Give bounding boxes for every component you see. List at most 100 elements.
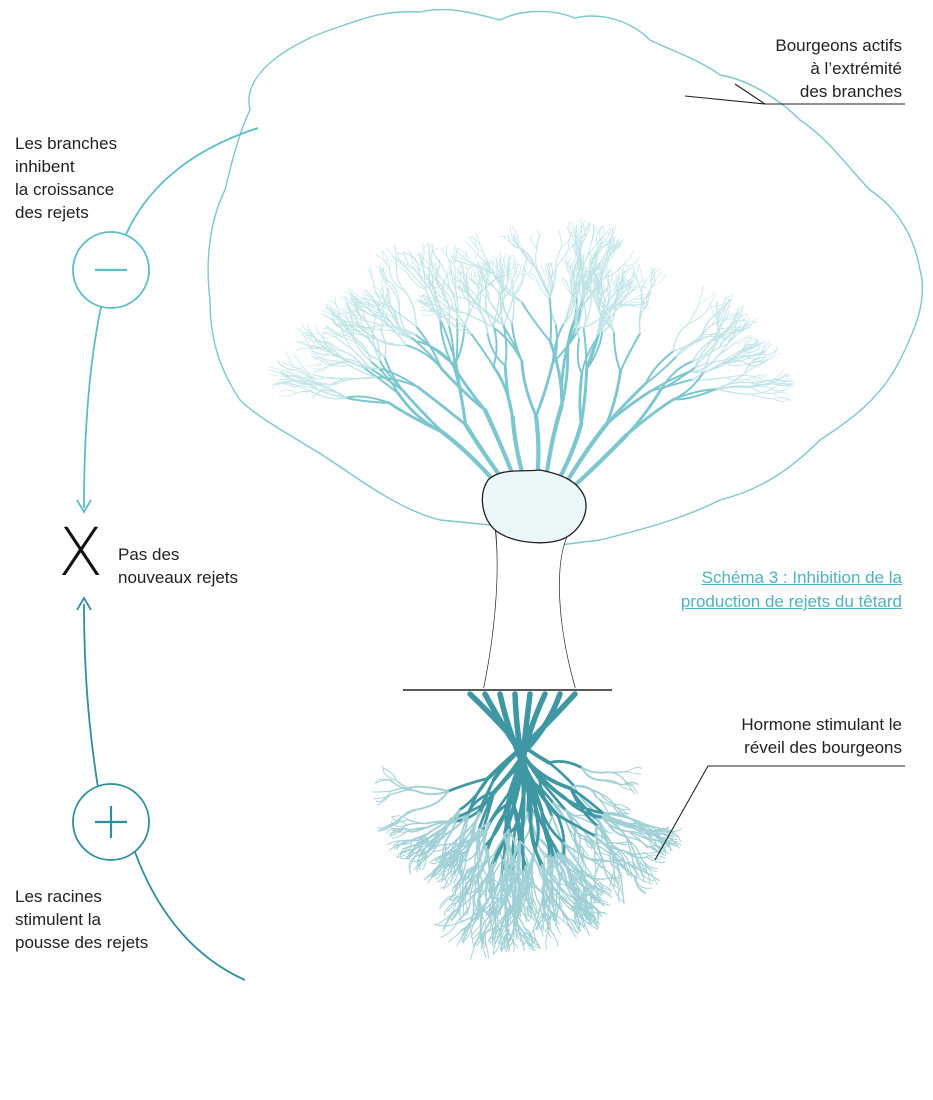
root-segment	[460, 858, 466, 877]
branch-segment	[551, 322, 565, 364]
root-segment	[556, 852, 582, 875]
root-segment	[458, 776, 490, 812]
branch-segment	[294, 386, 318, 395]
branch-segment	[774, 383, 794, 387]
branch-segment	[745, 339, 759, 350]
branch-segment	[326, 306, 341, 319]
branch-segment	[283, 374, 300, 379]
branch-segment	[573, 227, 582, 243]
branch-segment	[513, 272, 526, 296]
caption-line-1[interactable]: Schéma 3 : Inhibition de la	[701, 568, 902, 587]
root-segment	[539, 903, 546, 922]
root-segment	[478, 879, 483, 898]
root-segment	[416, 856, 429, 873]
branch-segment	[507, 254, 513, 273]
branch-segment	[380, 324, 417, 336]
root-segment	[396, 842, 412, 846]
branch-segment	[459, 278, 468, 293]
branch-segment	[349, 303, 361, 317]
hormone-line-2: réveil des bourgeons	[744, 738, 902, 757]
root-segment	[463, 896, 469, 915]
branch-segment	[415, 253, 425, 268]
branch-segment	[580, 226, 588, 243]
branch-segment	[308, 350, 327, 361]
branch-segment	[742, 336, 756, 350]
branch-segment	[379, 267, 392, 284]
root-segment	[625, 781, 638, 794]
root-segment	[509, 902, 516, 923]
branch-segment	[364, 306, 387, 316]
branch-segment	[597, 306, 609, 336]
branch-segment	[530, 233, 537, 249]
branch-segment	[450, 246, 455, 265]
figure-caption[interactable]: Schéma 3 : Inhibition de la production d…	[681, 566, 902, 614]
root-segment	[573, 784, 598, 798]
branch-segment	[760, 348, 778, 359]
root-segment	[392, 839, 409, 847]
branch-segment	[607, 245, 619, 261]
branch-segment	[316, 393, 348, 400]
root-segment	[446, 776, 490, 793]
root-segment	[635, 877, 652, 889]
branch-segment	[721, 355, 747, 365]
branch-segment	[470, 271, 480, 285]
branch-segment	[611, 289, 627, 309]
root-segment	[537, 816, 555, 859]
root-segment	[414, 837, 429, 858]
root-segment	[595, 824, 604, 861]
root-segment	[416, 843, 430, 855]
root-segment	[506, 897, 510, 917]
branch-segment	[774, 378, 792, 388]
branch-segment	[607, 224, 617, 245]
branch-segment	[326, 308, 341, 319]
active-buds-label: Bourgeons actifs à l’extrémité des branc…	[775, 34, 902, 103]
root-segment	[372, 790, 392, 793]
root-segment	[658, 836, 672, 852]
branch-segment	[599, 264, 602, 282]
root-segment	[636, 822, 656, 841]
branch-segment	[285, 351, 295, 368]
branch-segment	[502, 251, 507, 272]
root-segment	[544, 890, 548, 909]
branch-segment	[505, 264, 512, 279]
branch-segment	[488, 300, 504, 326]
root-segment	[612, 805, 626, 816]
branch-segment	[494, 275, 523, 303]
branch-segment	[500, 295, 506, 327]
branch-segment	[621, 284, 635, 293]
branch-segment	[350, 347, 372, 370]
root-segment	[515, 927, 525, 946]
branch-segment	[524, 254, 527, 274]
branch-segment	[596, 265, 601, 284]
branch-segment	[639, 264, 645, 282]
branch-segment	[717, 295, 726, 315]
branch-segment	[431, 243, 440, 263]
branch-segment	[576, 309, 580, 339]
branch-segment	[595, 250, 609, 272]
root-segment	[644, 844, 660, 855]
root-segment	[391, 816, 408, 822]
root-segment	[422, 832, 442, 851]
branch-segment	[295, 347, 314, 352]
branch-segment	[764, 352, 783, 362]
root-segment	[477, 821, 491, 848]
root-segment	[574, 911, 591, 922]
branch-segment	[538, 282, 550, 299]
root-segment	[458, 896, 464, 915]
caption-line-2[interactable]: production de rejets du têtard	[680, 592, 902, 611]
branch-segment	[439, 284, 456, 297]
branch-segment	[305, 331, 318, 343]
branch-segment	[419, 300, 432, 311]
branch-segment	[307, 359, 327, 367]
branch-segment	[433, 304, 451, 316]
root-segment	[410, 853, 428, 863]
branch-segment	[770, 387, 789, 391]
root-segment	[435, 850, 450, 862]
root-segment	[512, 905, 520, 933]
root-segment	[451, 877, 466, 892]
root-segment	[603, 813, 639, 825]
root-segment	[625, 781, 636, 795]
root-segment	[389, 785, 416, 792]
branch-segment	[747, 380, 772, 389]
branch-segment	[343, 319, 360, 328]
